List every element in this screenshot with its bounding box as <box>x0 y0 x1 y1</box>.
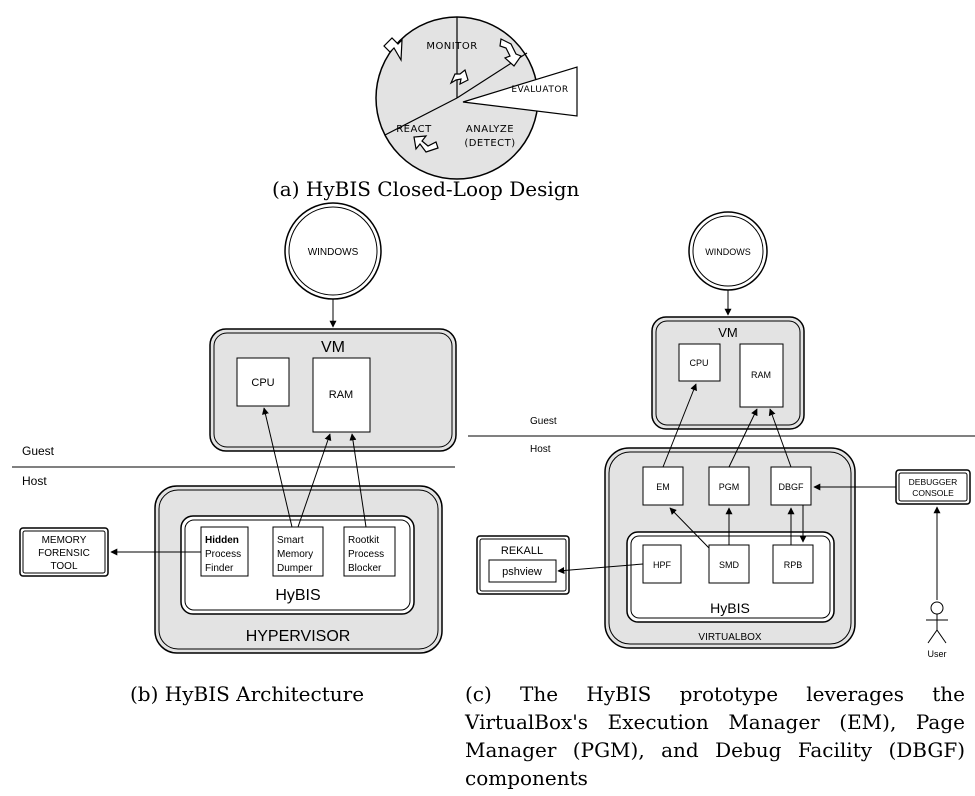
guest-label: Guest <box>22 444 55 458</box>
user-label: User <box>927 649 946 659</box>
smd-text-2: Memory <box>277 549 313 560</box>
hpf-box <box>200 526 249 577</box>
ram-box-c <box>739 343 784 408</box>
hybis-label-c: HyBIS <box>710 600 750 616</box>
debugger-text-2: CONSOLE <box>912 488 954 498</box>
hpf-line2: Process <box>205 549 241 560</box>
caption-a: (a) HyBIS Closed-Loop Design <box>272 177 580 201</box>
rekall-label: REKALL <box>501 545 543 557</box>
ram-label-c: RAM <box>751 370 771 380</box>
em-box <box>642 466 684 506</box>
hpf-label-c: HPF <box>653 560 672 570</box>
debugger-text-1: DEBUGGER <box>909 477 958 487</box>
mft-text-3: TOOL <box>50 561 77 572</box>
em-label: EM <box>656 482 670 492</box>
detect-label: (DETECT) <box>464 138 515 149</box>
windows-label: WINDOWS <box>308 247 359 258</box>
cpu-label-c: CPU <box>689 358 708 368</box>
evaluator-label: EVALUATOR <box>511 85 568 95</box>
hpf-text-1: Hidden <box>205 535 239 546</box>
hypervisor-label: HYPERVISOR <box>246 628 351 645</box>
rpb-label-c: RPB <box>784 560 803 570</box>
caption-c: (c) The HyBIS prototype leverages the Vi… <box>465 682 965 790</box>
pgm-box <box>708 466 750 506</box>
pshview-label: pshview <box>502 566 542 578</box>
mft-text-2: FORENSIC <box>38 548 90 559</box>
memory-forensic-tool-box <box>19 527 109 577</box>
monitor-label: MONITOR <box>426 41 477 52</box>
hpf-text-3: Finder <box>205 563 234 574</box>
hybis-label: HyBIS <box>275 587 320 604</box>
virtualbox-label: VIRTUALBOX <box>698 632 761 643</box>
debugger-console-box <box>895 469 971 505</box>
smd-text-3: Dumper <box>277 563 313 574</box>
user-icon <box>926 601 948 644</box>
smd-text-1: Smart <box>277 535 304 546</box>
ram-label: RAM <box>329 389 353 401</box>
closed-loop-figure: MONITOR REACT ANALYZE (DETECT) EVALUATOR <box>375 16 578 180</box>
cycle-arrow-icon <box>383 37 522 153</box>
host-label-c: Host <box>530 444 551 455</box>
hpf-text-2: Process <box>205 549 241 560</box>
guest-label-c: Guest <box>530 416 557 427</box>
pgm-label: PGM <box>719 482 740 492</box>
analyze-label: ANALYZE <box>466 124 514 135</box>
architecture-figure: WINDOWS VM CPU RAM Guest Host HYPERVISOR… <box>12 202 457 654</box>
react-label: REACT <box>396 124 432 135</box>
hpf-line3: Finder <box>205 563 234 574</box>
mft-text-1: MEMORY <box>42 535 87 546</box>
windows-label-c: WINDOWS <box>705 247 751 257</box>
caption-b: (b) HyBIS Architecture <box>130 682 365 706</box>
dbgf-label: DBGF <box>778 482 804 492</box>
ram-box <box>312 357 371 433</box>
prototype-figure: WINDOWS VM CPU RAM Guest Host VIRTUALBOX… <box>468 211 975 659</box>
rpb-box-c <box>772 544 814 584</box>
pshview-box <box>488 559 557 583</box>
smd-label-c: SMD <box>719 560 740 570</box>
rpb-text-2: Process <box>348 549 384 560</box>
host-label: Host <box>22 474 47 488</box>
vm-label: VM <box>321 339 345 356</box>
rpb-text-1: Rootkit <box>348 535 379 546</box>
rpb-box <box>343 526 396 577</box>
rpb-text-3: Blocker <box>348 563 382 574</box>
hpf-line1: Hidden <box>205 535 239 546</box>
vm-label-c: VM <box>718 325 738 340</box>
cpu-label: CPU <box>251 377 274 389</box>
cpu-box <box>236 357 290 407</box>
cpu-box-c <box>678 343 721 382</box>
loop-divider-left <box>384 97 458 136</box>
evaluator-wedge <box>462 66 578 117</box>
